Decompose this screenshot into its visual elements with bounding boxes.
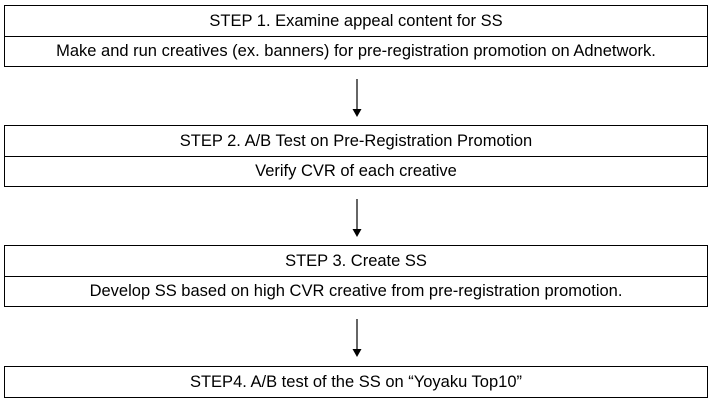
down-arrow-icon: [352, 199, 362, 237]
step-2-box: STEP 2. A/B Test on Pre-Registration Pro…: [4, 125, 708, 187]
step-3-title: STEP 3. Create SS: [285, 251, 427, 270]
step-1-detail: Make and run creatives (ex. banners) for…: [5, 36, 707, 66]
step-1-title: STEP 1. Examine appeal content for SS: [209, 11, 503, 30]
step-4-title: STEP4. A/B test of the SS on “Yoyaku Top…: [189, 372, 523, 391]
step-1-box: STEP 1. Examine appeal content for SS Ma…: [4, 5, 708, 67]
step-3-detail: Develop SS based on high CVR creative fr…: [5, 276, 707, 306]
step-4-box: STEP4. A/B test of the SS on “Yoyaku Top…: [4, 366, 708, 398]
step-3-box: STEP 3. Create SS Develop SS based on hi…: [4, 245, 708, 307]
step-2-detail: Verify CVR of each creative: [5, 156, 707, 186]
down-arrow-icon: [352, 79, 362, 117]
step-2-title: STEP 2. A/B Test on Pre-Registration Pro…: [179, 131, 533, 150]
down-arrow-icon: [352, 319, 362, 357]
